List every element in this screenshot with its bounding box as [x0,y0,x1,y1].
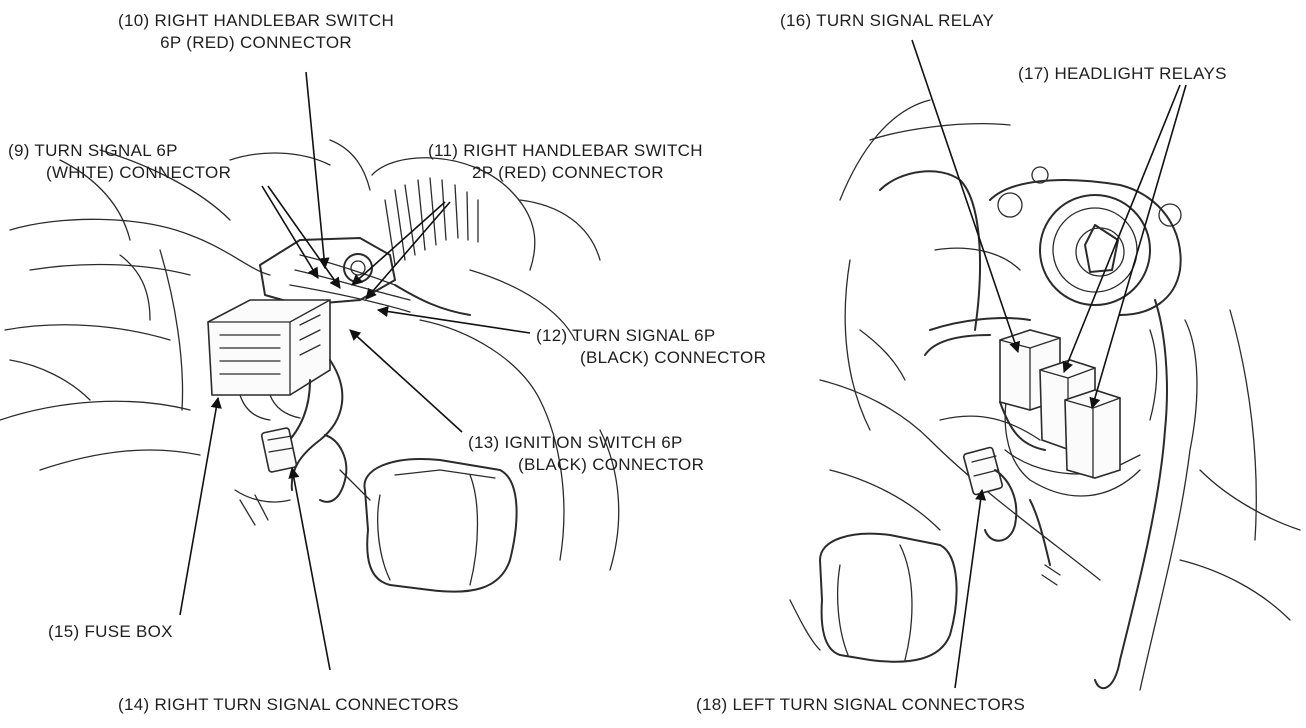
label-line: (BLACK) CONNECTOR [580,348,767,367]
label-line: (16) TURN SIGNAL RELAY [780,11,995,30]
left-motorcycle-sketch [0,139,620,593]
label-line: (WHITE) CONNECTOR [46,163,232,182]
leader-lines [179,39,1187,689]
label-line: (13) IGNITION SWITCH 6P [468,433,683,452]
label-line: 2P (RED) CONNECTOR [472,163,664,182]
right-motorcycle-sketch [789,99,1301,691]
label-right-handlebar-2p-connector: (11) RIGHT HANDLEBAR SWITCH 2P (RED) CON… [428,140,703,184]
label-right-turn-signal-connectors: (14) RIGHT TURN SIGNAL CONNECTORS [118,694,459,716]
label-turn-signal-white-connector: (9) TURN SIGNAL 6P (WHITE) CONNECTOR [8,140,231,184]
label-line: (14) RIGHT TURN SIGNAL CONNECTORS [118,695,459,714]
label-line: (9) TURN SIGNAL 6P [8,141,178,160]
label-line: (18) LEFT TURN SIGNAL CONNECTORS [696,695,1026,714]
label-line: (BLACK) CONNECTOR [518,455,705,474]
label-ignition-switch-connector: (13) IGNITION SWITCH 6P (BLACK) CONNECTO… [468,432,704,476]
label-line: (15) FUSE BOX [48,622,173,641]
label-line: 6P (RED) CONNECTOR [160,33,352,52]
label-line: (10) RIGHT HANDLEBAR SWITCH [118,11,395,30]
label-left-turn-signal-connectors: (18) LEFT TURN SIGNAL CONNECTORS [696,694,1025,716]
label-line: (12) TURN SIGNAL 6P [536,326,716,345]
label-fuse-box: (15) FUSE BOX [48,621,173,643]
label-turn-signal-relay: (16) TURN SIGNAL RELAY [780,10,994,32]
label-line: (17) HEADLIGHT RELAYS [1018,64,1227,83]
label-headlight-relays: (17) HEADLIGHT RELAYS [1018,63,1227,85]
label-line: (11) RIGHT HANDLEBAR SWITCH [428,141,703,160]
label-turn-signal-black-connector: (12) TURN SIGNAL 6P (BLACK) CONNECTOR [536,325,766,369]
label-right-handlebar-6p-connector: (10) RIGHT HANDLEBAR SWITCH 6P (RED) CON… [118,10,394,54]
